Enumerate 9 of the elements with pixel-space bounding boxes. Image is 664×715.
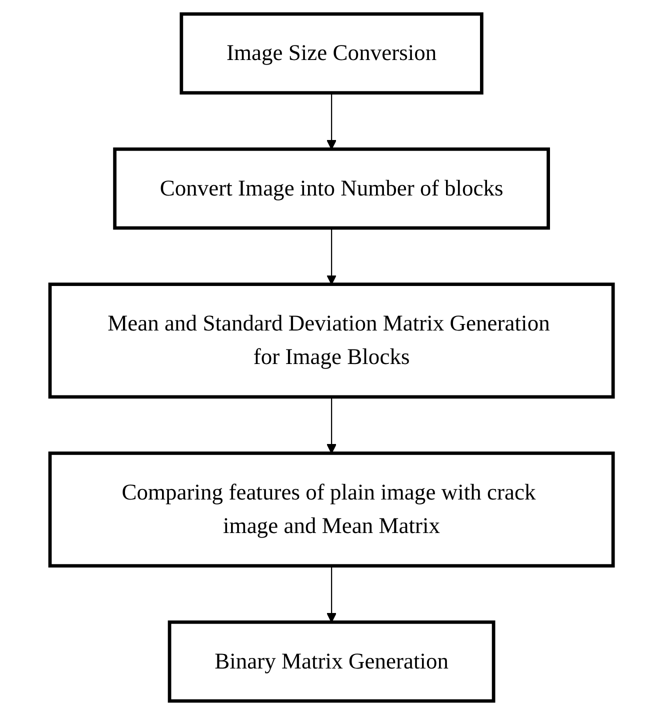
node-box: Mean and Standard Deviation Matrix Generation for Image Blocks: [48, 282, 616, 399]
arrow: [327, 228, 337, 285]
arrow: [327, 566, 337, 623]
arrow: [327, 92, 337, 150]
arrow: [327, 396, 337, 454]
node-box: Convert Image into Number of blocks: [114, 147, 550, 230]
node-box: Image Size Conversion: [180, 12, 484, 95]
node-box: Comparing features of plain image with crack image and Mean Matrix: [48, 452, 616, 568]
node-box: Binary Matrix Generation: [168, 620, 496, 703]
